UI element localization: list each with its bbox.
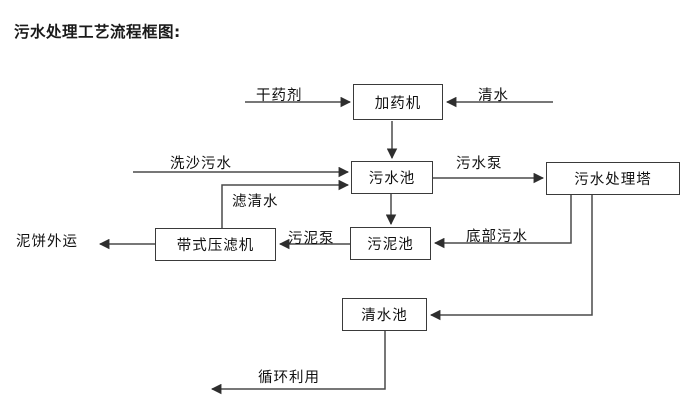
edge-label-recycle-reuse: 循环利用	[258, 370, 320, 386]
edge-label-dry-chemical: 干药剂	[256, 88, 303, 104]
edge-label-sewage-pump: 污水泵	[456, 156, 503, 172]
edge-label-mud-cake-haulage: 泥饼外运	[16, 234, 78, 250]
node-clear-water-pool[interactable]: 清水池	[342, 298, 427, 331]
node-sewage-pool[interactable]: 污水池	[351, 161, 433, 194]
node-label: 污水处理塔	[574, 172, 652, 188]
edge-label-sand-wash-sewage: 洗沙污水	[170, 156, 232, 172]
node-belt-filter-press[interactable]: 带式压滤机	[155, 228, 276, 261]
node-label: 污水池	[368, 171, 416, 187]
node-treatment-tower[interactable]: 污水处理塔	[546, 162, 680, 195]
edge-label-clean-water: 清水	[478, 88, 509, 104]
connector-tower-to-sludge-pool	[433, 195, 572, 249]
connector-tower-to-clear-water-pool	[429, 195, 593, 321]
page-title: 污水处理工艺流程框图:	[14, 23, 181, 41]
node-sludge-pool[interactable]: 污泥池	[350, 227, 431, 260]
edge-label-sludge-pump: 污泥泵	[288, 231, 335, 247]
node-label: 污泥池	[367, 237, 414, 253]
node-label: 清水池	[361, 308, 408, 324]
connector-clear-water-pool-to-reuse	[210, 331, 386, 395]
edge-label-bottom-sewage: 底部污水	[466, 229, 528, 245]
node-label: 加药机	[374, 95, 422, 112]
node-dosing-machine[interactable]: 加药机	[353, 84, 443, 120]
node-label: 带式压滤机	[176, 238, 255, 254]
edge-label-filtered-water: 滤清水	[232, 194, 279, 210]
connector-filtered-water-to-sewage-pool	[221, 179, 350, 228]
